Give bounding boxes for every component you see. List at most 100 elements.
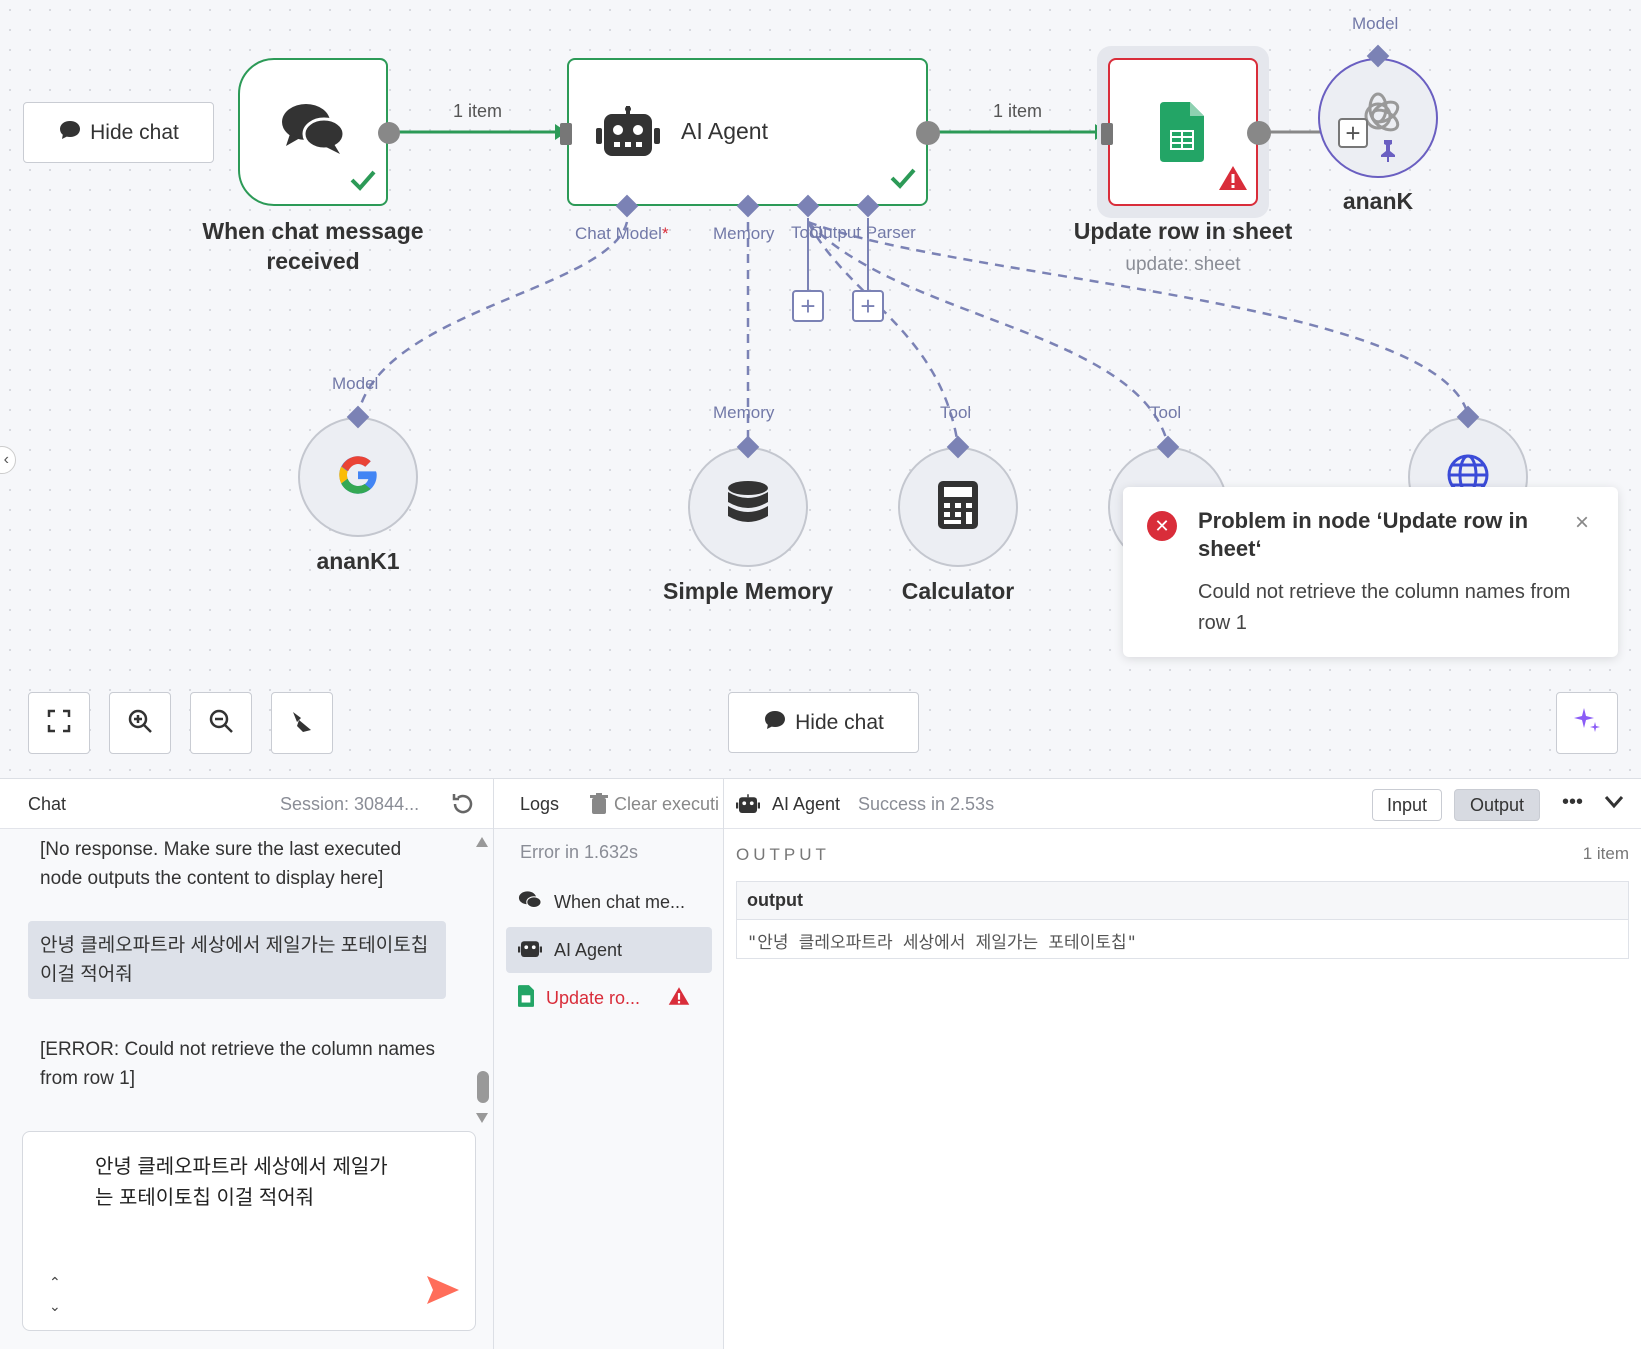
hide-chat-button-top[interactable]: Hide chat xyxy=(23,102,214,163)
scroll-down-icon[interactable] xyxy=(475,1111,489,1125)
log-item-agent[interactable]: AI Agent xyxy=(506,927,712,973)
port-label-model-ananK1: Model xyxy=(332,374,379,393)
output-column-header: output xyxy=(737,882,1628,920)
node-ananK1[interactable] xyxy=(298,417,418,537)
output-pane: AI Agent Success in 2.53s Input Output •… xyxy=(724,779,1641,1349)
error-toast: ✕ Problem in node ‘Update row in sheet‘ … xyxy=(1123,487,1618,657)
calculator-icon xyxy=(938,480,978,534)
send-icon[interactable] xyxy=(425,1274,461,1311)
chat-bubble-icon xyxy=(58,119,82,147)
zoom-in-icon xyxy=(127,708,153,739)
refresh-icon[interactable] xyxy=(450,791,476,822)
sheet-input-port[interactable] xyxy=(1101,123,1113,145)
chat-pane: Chat Session: 30844... [No response. Mak… xyxy=(0,779,494,1349)
output-status: Success in 2.53s xyxy=(858,794,995,814)
database-icon xyxy=(726,480,770,535)
log-item-trigger[interactable]: When chat me... xyxy=(506,879,712,925)
connections-layer xyxy=(356,124,1470,446)
node-ananK[interactable]: + xyxy=(1318,58,1438,178)
clear-execution-button[interactable]: Clear executi xyxy=(614,794,720,814)
port-label-memory: Memory xyxy=(713,224,775,243)
more-options-icon[interactable]: ••• xyxy=(1562,791,1584,813)
output-node-name: AI Agent xyxy=(772,794,841,814)
edge-chatmodel xyxy=(356,221,629,416)
port-label-model: Model xyxy=(1352,14,1399,33)
hide-chat-label: Hide chat xyxy=(795,710,884,734)
bottom-panel: Chat Session: 30844... [No response. Mak… xyxy=(0,778,1641,1349)
ai-assistant-button[interactable] xyxy=(1556,692,1618,754)
port-label-tool-2: Tool xyxy=(1150,403,1182,422)
workflow-canvas[interactable]: Hide chat When chat message received 1 i… xyxy=(0,0,1641,778)
node-title-ananK1: ananK1 xyxy=(316,548,400,574)
node-title-update-sheet: Update row in sheet xyxy=(1073,218,1293,244)
chat-title: Chat xyxy=(28,794,67,814)
node-title-calculator: Calculator xyxy=(901,578,1015,604)
edge-tool1 xyxy=(806,221,960,446)
chat-scrollbar-thumb[interactable] xyxy=(477,1071,489,1103)
port-label-memory-node: Memory xyxy=(713,403,775,422)
node-simple-memory[interactable] xyxy=(688,447,808,567)
tidy-up-button[interactable] xyxy=(271,692,333,754)
toast-title: Problem in node ‘Update row in sheet‘ xyxy=(1198,508,1529,561)
node-subtitle-update-sheet: update: sheet xyxy=(1125,254,1241,275)
chat-message-user: 안녕 클레오파트라 세상에서 제일가는 포테이토칩 이걸 적어줘 xyxy=(28,921,446,999)
close-icon[interactable]: × xyxy=(1575,509,1590,536)
chat-message-error: [ERROR: Could not retrieve the column na… xyxy=(40,1039,435,1089)
google-sheets-icon xyxy=(518,984,534,1012)
log-item-label: When chat me... xyxy=(554,891,686,912)
output-cell-value[interactable]: "안녕 클레오파트라 세상에서 제일가는 포테이토칩" xyxy=(747,933,1137,953)
zoom-out-button[interactable] xyxy=(190,692,252,754)
edge-tool2 xyxy=(807,221,1170,446)
agent-input-port[interactable] xyxy=(560,123,572,145)
chat-input-box[interactable]: 안녕 클레오파트라 세상에서 제일가는 포테이토칩 이걸 적어줘 ⌃⌄ xyxy=(22,1131,476,1331)
sparkle-icon xyxy=(1572,706,1602,741)
node-title-chat-trigger: When chat message received xyxy=(202,218,424,274)
chat-bubble-icon xyxy=(763,709,787,737)
edge-label-2: 1 item xyxy=(993,101,1043,121)
warning-triangle-icon xyxy=(1218,165,1248,196)
output-tab[interactable]: Output xyxy=(1454,789,1540,821)
port-label-output-parser: Output Parser xyxy=(810,223,916,242)
fit-view-button[interactable] xyxy=(28,692,90,754)
logs-status: Error in 1.632s xyxy=(520,842,639,862)
hide-chat-button-bottom[interactable]: Hide chat xyxy=(728,692,919,753)
add-parser-plus-icon[interactable]: + xyxy=(852,290,884,322)
node-update-sheet[interactable] xyxy=(1101,58,1258,206)
scroll-up-icon[interactable] xyxy=(475,835,489,851)
history-arrows-icon[interactable]: ⌃⌄ xyxy=(49,1274,61,1314)
add-tool-plus-icon[interactable]: + xyxy=(792,290,824,322)
chat-message-bot: [No response. Make sure the last execute… xyxy=(40,839,402,889)
chat-input-text[interactable]: 안녕 클레오파트라 세상에서 제일가는 포테이토칩 이걸 적어줘 xyxy=(95,1156,388,1209)
openai-icon xyxy=(1348,86,1408,151)
logs-pane: Logs Clear executi Error in 1.632s When … xyxy=(494,779,724,1349)
success-check-icon xyxy=(890,167,916,194)
logs-header: Logs Clear executi xyxy=(494,779,723,829)
logs-title: Logs xyxy=(520,794,560,814)
sheet-output-port[interactable] xyxy=(1247,121,1271,145)
log-item-label: AI Agent xyxy=(554,939,623,960)
output-header: AI Agent Success in 2.53s Input Output •… xyxy=(724,779,1641,829)
agent-output-port[interactable] xyxy=(916,121,940,145)
toast-message: Could not retrieve the column names from… xyxy=(1198,581,1571,634)
node-ai-agent[interactable]: AI Agent xyxy=(560,58,928,206)
input-tab[interactable]: Input xyxy=(1372,789,1442,821)
node-calculator[interactable] xyxy=(898,447,1018,567)
session-id: Session: 30844... xyxy=(280,794,420,814)
log-item-sheet[interactable]: Update ro... xyxy=(506,975,712,1021)
zoom-in-button[interactable] xyxy=(109,692,171,754)
chat-bubbles-icon xyxy=(280,100,346,161)
robot-icon xyxy=(596,106,660,163)
robot-icon xyxy=(518,938,542,963)
trigger-output-port[interactable] xyxy=(378,122,400,144)
log-item-label: Update ro... xyxy=(546,987,641,1008)
node-chat-trigger[interactable] xyxy=(238,58,388,206)
pin-icon xyxy=(1378,140,1398,167)
output-table: output "안녕 클레오파트라 세상에서 제일가는 포테이토칩" xyxy=(736,881,1629,959)
output-heading: OUTPUT xyxy=(736,845,830,864)
trash-icon[interactable] xyxy=(590,793,608,820)
chevron-down-icon[interactable] xyxy=(1604,795,1624,814)
error-circle-icon: ✕ xyxy=(1147,511,1177,541)
warning-triangle-icon xyxy=(668,986,690,1011)
add-plus-icon[interactable]: + xyxy=(1338,118,1368,148)
edge-tool3 xyxy=(807,220,1470,416)
